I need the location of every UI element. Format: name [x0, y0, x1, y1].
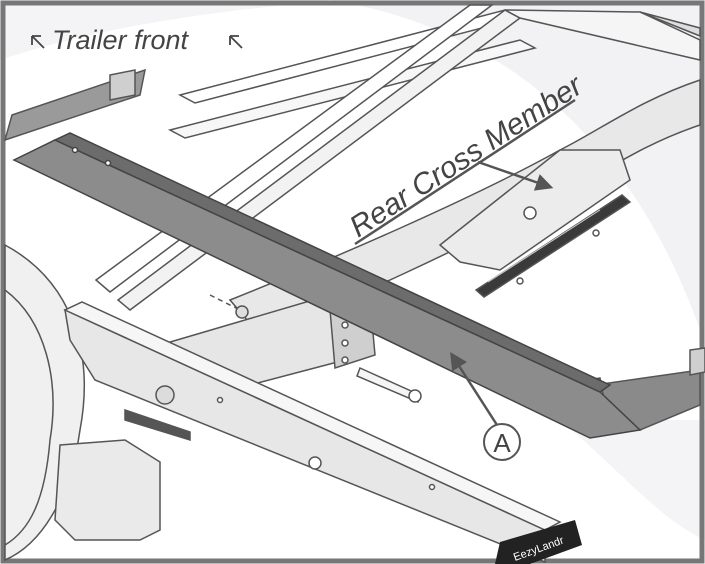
orientation-label: Trailer front	[31, 25, 243, 55]
main-trailer-beam	[63, 301, 562, 564]
trailer-front-label: Trailer front	[52, 25, 190, 55]
arrow-up-left-icon	[229, 35, 243, 49]
callout-a-circle	[483, 423, 521, 461]
left-wing-bracket	[3, 68, 146, 142]
callout-a-leader	[450, 352, 499, 426]
arrow-up-left-icon	[31, 35, 45, 49]
callout-a: A	[450, 352, 521, 461]
leader-arrow	[477, 160, 554, 191]
background-swirl	[0, 0, 705, 540]
rear-cross-member-part-a	[12, 132, 642, 439]
label-underline	[354, 98, 576, 246]
wheel-fender	[4, 243, 161, 562]
callout-a-letter: A	[493, 428, 511, 458]
